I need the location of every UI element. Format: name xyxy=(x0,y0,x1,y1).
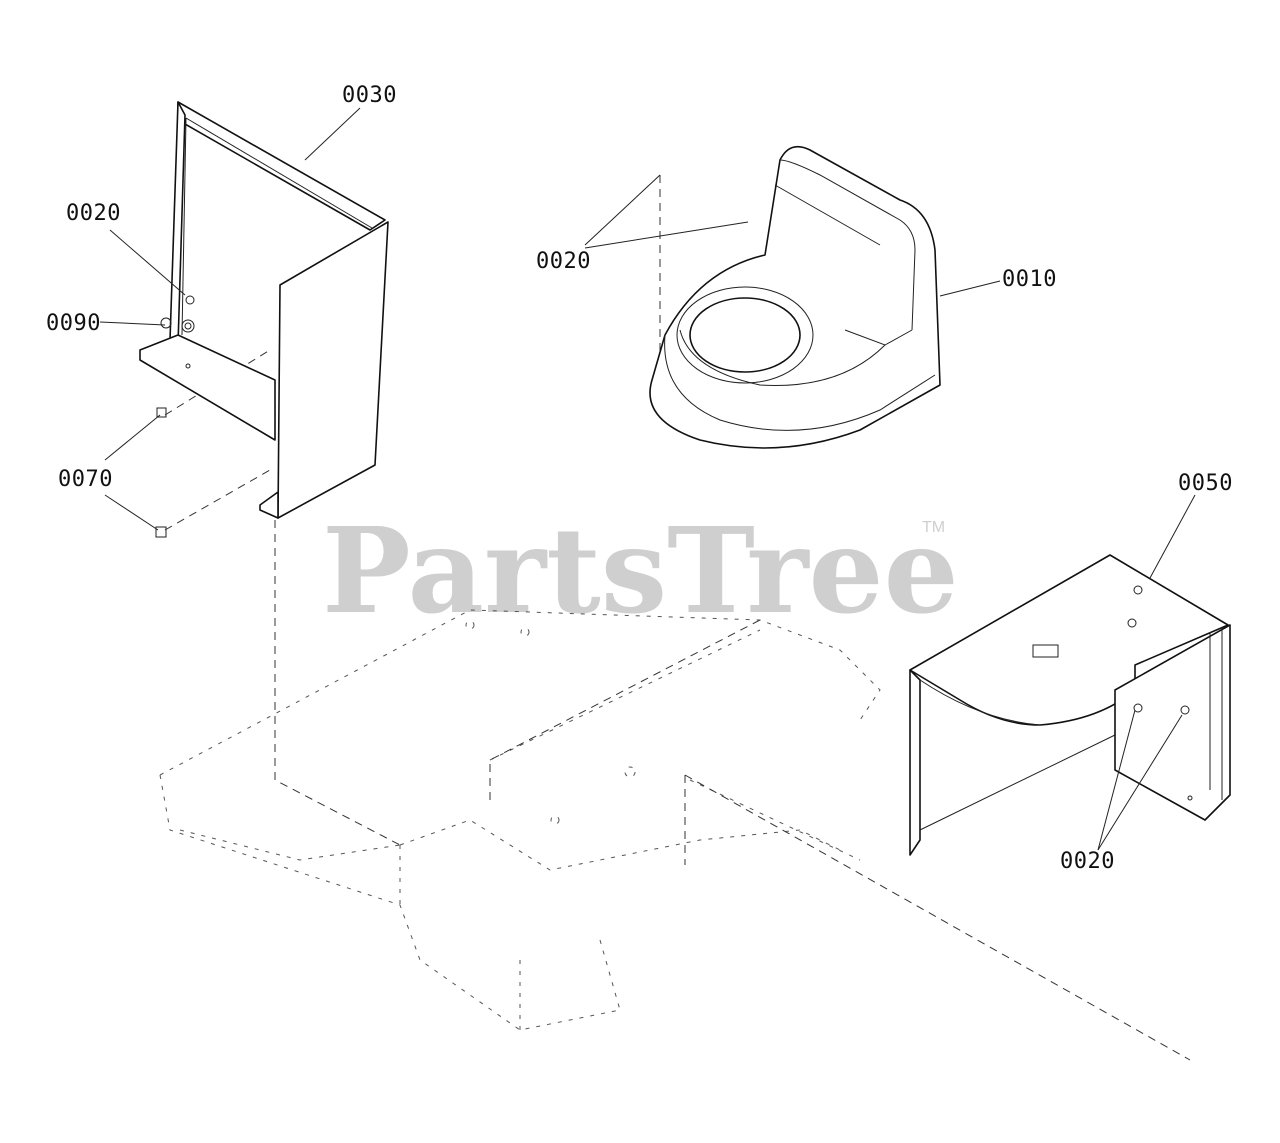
callout-labels: 0030 0020 0090 0070 0020 0010 0050 0020 xyxy=(46,83,1233,874)
leader-lines xyxy=(99,107,1196,851)
callout-0090: 0090 xyxy=(46,311,101,336)
callout-0020-cover: 0020 xyxy=(1060,849,1115,874)
seat-0010 xyxy=(649,145,941,449)
watermark: PartsTree TM xyxy=(322,501,959,640)
seat-bracket-0030 xyxy=(139,101,389,519)
callout-0070: 0070 xyxy=(58,467,113,492)
callout-0050: 0050 xyxy=(1178,471,1233,496)
callout-0020-seat: 0020 xyxy=(536,249,591,274)
callout-0010: 0010 xyxy=(1002,267,1057,292)
watermark-trademark: TM xyxy=(922,519,945,536)
callout-0030: 0030 xyxy=(342,83,397,108)
cover-0050 xyxy=(909,554,1231,856)
watermark-text: PartsTree xyxy=(322,501,959,640)
callout-0020-left: 0020 xyxy=(66,201,121,226)
hardware-left xyxy=(155,317,172,538)
chassis-ghost-outline xyxy=(159,609,881,1031)
